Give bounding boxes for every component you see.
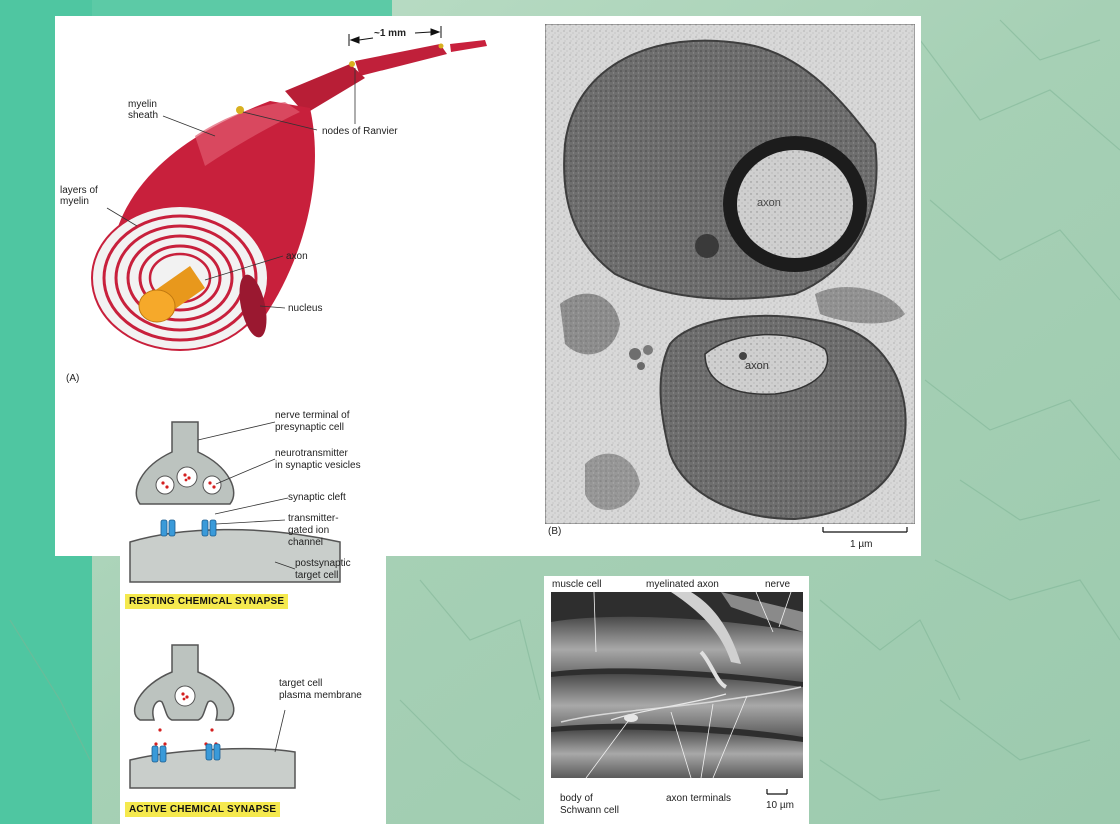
resting-synapse-title: RESTING CHEMICAL SYNAPSE bbox=[125, 594, 289, 609]
label-channel-2: gated ion bbox=[288, 525, 330, 536]
label-postsynaptic-2: target cell bbox=[295, 570, 339, 581]
label-schwann-2: Schwann cell bbox=[560, 805, 619, 816]
axon-core bbox=[138, 266, 205, 323]
active-synapse-diagram bbox=[129, 644, 296, 789]
neuromuscular-junction-micrograph bbox=[551, 592, 803, 778]
label-muscle-cell: muscle cell bbox=[552, 579, 602, 590]
micrograph-scale-label: 1 µm bbox=[850, 539, 873, 550]
micrograph-axon-label-2: axon bbox=[745, 360, 769, 372]
label-myelin-sheath-2: sheath bbox=[128, 110, 159, 121]
label-axon-terminals: axon terminals bbox=[666, 793, 732, 804]
nmj-scale-bar bbox=[766, 789, 788, 795]
label-channel-1: transmitter- bbox=[288, 513, 339, 524]
label-layers-of-myelin-1: layers of bbox=[60, 185, 98, 196]
label-synaptic-cleft: synaptic cleft bbox=[288, 492, 346, 503]
label-myelin-sheath-1: myelin bbox=[128, 99, 157, 110]
label-schwann-1: body of bbox=[560, 793, 593, 804]
label-postsynaptic-1: postsynaptic bbox=[295, 558, 351, 569]
label-neurotransmitter-1: neurotransmitter bbox=[275, 448, 348, 459]
label-nucleus: nucleus bbox=[288, 303, 323, 314]
label-axon: axon bbox=[286, 251, 308, 262]
panel-letter-a: (A) bbox=[66, 373, 80, 384]
micrograph-scale-bar bbox=[822, 527, 908, 533]
label-nerve: nerve bbox=[765, 579, 791, 590]
active-synapse-title: ACTIVE CHEMICAL SYNAPSE bbox=[125, 802, 281, 817]
nmj-scale-label: 10 µm bbox=[766, 800, 794, 811]
label-nerve-terminal-2: presynaptic cell bbox=[275, 422, 344, 433]
label-target-membrane-2: plasma membrane bbox=[279, 690, 362, 701]
scale-label-1mm: ~1 mm bbox=[374, 28, 406, 39]
electron-micrograph: axon axon bbox=[545, 24, 915, 524]
panel-letter-b: (B) bbox=[548, 526, 562, 537]
myelinated-axon-illustration bbox=[91, 26, 487, 351]
label-channel-3: channel bbox=[288, 537, 324, 548]
label-myelinated-axon: myelinated axon bbox=[646, 579, 719, 590]
label-nodes-of-ranvier: nodes of Ranvier bbox=[322, 126, 398, 137]
label-neurotransmitter-2: in synaptic vesicles bbox=[275, 460, 361, 471]
micrograph-axon-label-1: axon bbox=[757, 197, 781, 209]
resting-synapse-diagram bbox=[129, 421, 341, 583]
label-nerve-terminal-1: nerve terminal of bbox=[275, 410, 350, 421]
label-target-membrane-1: target cell bbox=[279, 678, 323, 689]
label-layers-of-myelin-2: myelin bbox=[60, 196, 89, 207]
